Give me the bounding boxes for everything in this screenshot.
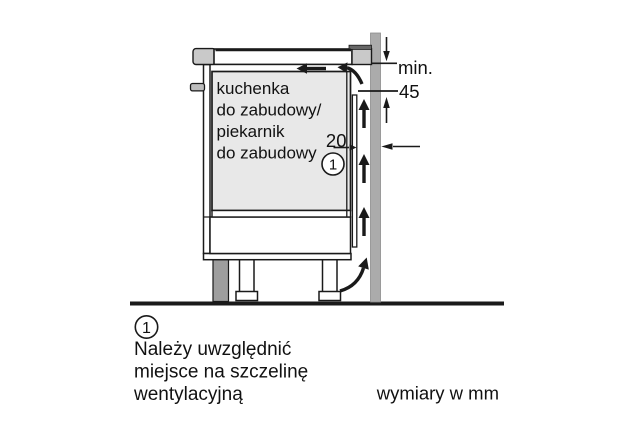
vent-baffle-panel [351, 94, 358, 248]
oven-body [211, 70, 352, 212]
right-leg [318, 258, 342, 302]
svg-text:piekarnik: piekarnik [217, 122, 286, 141]
airflow-up-arrows [358, 99, 370, 236]
oven-base-strip [211, 209, 352, 218]
svg-text:do zabudowy/: do zabudowy/ [217, 101, 322, 120]
units-note: wymiary w mm [376, 383, 499, 404]
wall [370, 32, 381, 303]
callout-1-marker: 1 [321, 152, 345, 176]
legend-callout-marker: 1 [134, 314, 159, 339]
dim-20-value: 20 [326, 130, 347, 151]
svg-text:wentylacyjną: wentylacyjną [133, 384, 243, 405]
dimension-20 [333, 143, 420, 151]
dim-min-label: min. [398, 57, 433, 78]
hob-trim [348, 44, 372, 50]
svg-text:do zabudowy: do zabudowy [217, 144, 318, 163]
drawer-compartment [209, 216, 352, 255]
oven-door [202, 63, 211, 255]
cabinet-bottom-rail [202, 252, 352, 261]
airflow-left-arrow-icon [296, 63, 326, 74]
airflow-curve-bottom-icon [339, 257, 369, 293]
dim-45-value: 45 [399, 81, 420, 102]
door-handle [189, 82, 206, 92]
arrow-right-icon [349, 144, 357, 151]
legend-note: Należy uwzględnić miejsce na szczelinę w… [133, 339, 308, 405]
arrow-down-icon [383, 51, 390, 62]
worktop [213, 48, 353, 66]
svg-text:miejsce na szczelinę: miejsce na szczelinę [134, 362, 308, 383]
svg-text:1: 1 [329, 156, 337, 173]
dimension-min-45 [358, 37, 398, 123]
worktop-right-cap [351, 47, 373, 66]
worktop-left-cap [192, 47, 217, 66]
airflow-curve-top-icon [337, 62, 364, 85]
airflow-up-arrow-icon [358, 207, 370, 236]
plinth-support [212, 258, 230, 303]
airflow-up-arrow-icon [358, 99, 370, 128]
airflow-up-arrow-icon [358, 154, 370, 183]
arrow-left-icon [381, 143, 393, 150]
svg-text:Należy uwzględnić: Należy uwzględnić [134, 339, 291, 360]
svg-text:kuchenka: kuchenka [217, 79, 290, 98]
arrow-up-icon [383, 97, 390, 108]
appliance-label: kuchenka do zabudowy/ piekarnik do zabud… [217, 79, 322, 163]
left-leg [235, 258, 259, 302]
svg-text:1: 1 [142, 320, 151, 337]
